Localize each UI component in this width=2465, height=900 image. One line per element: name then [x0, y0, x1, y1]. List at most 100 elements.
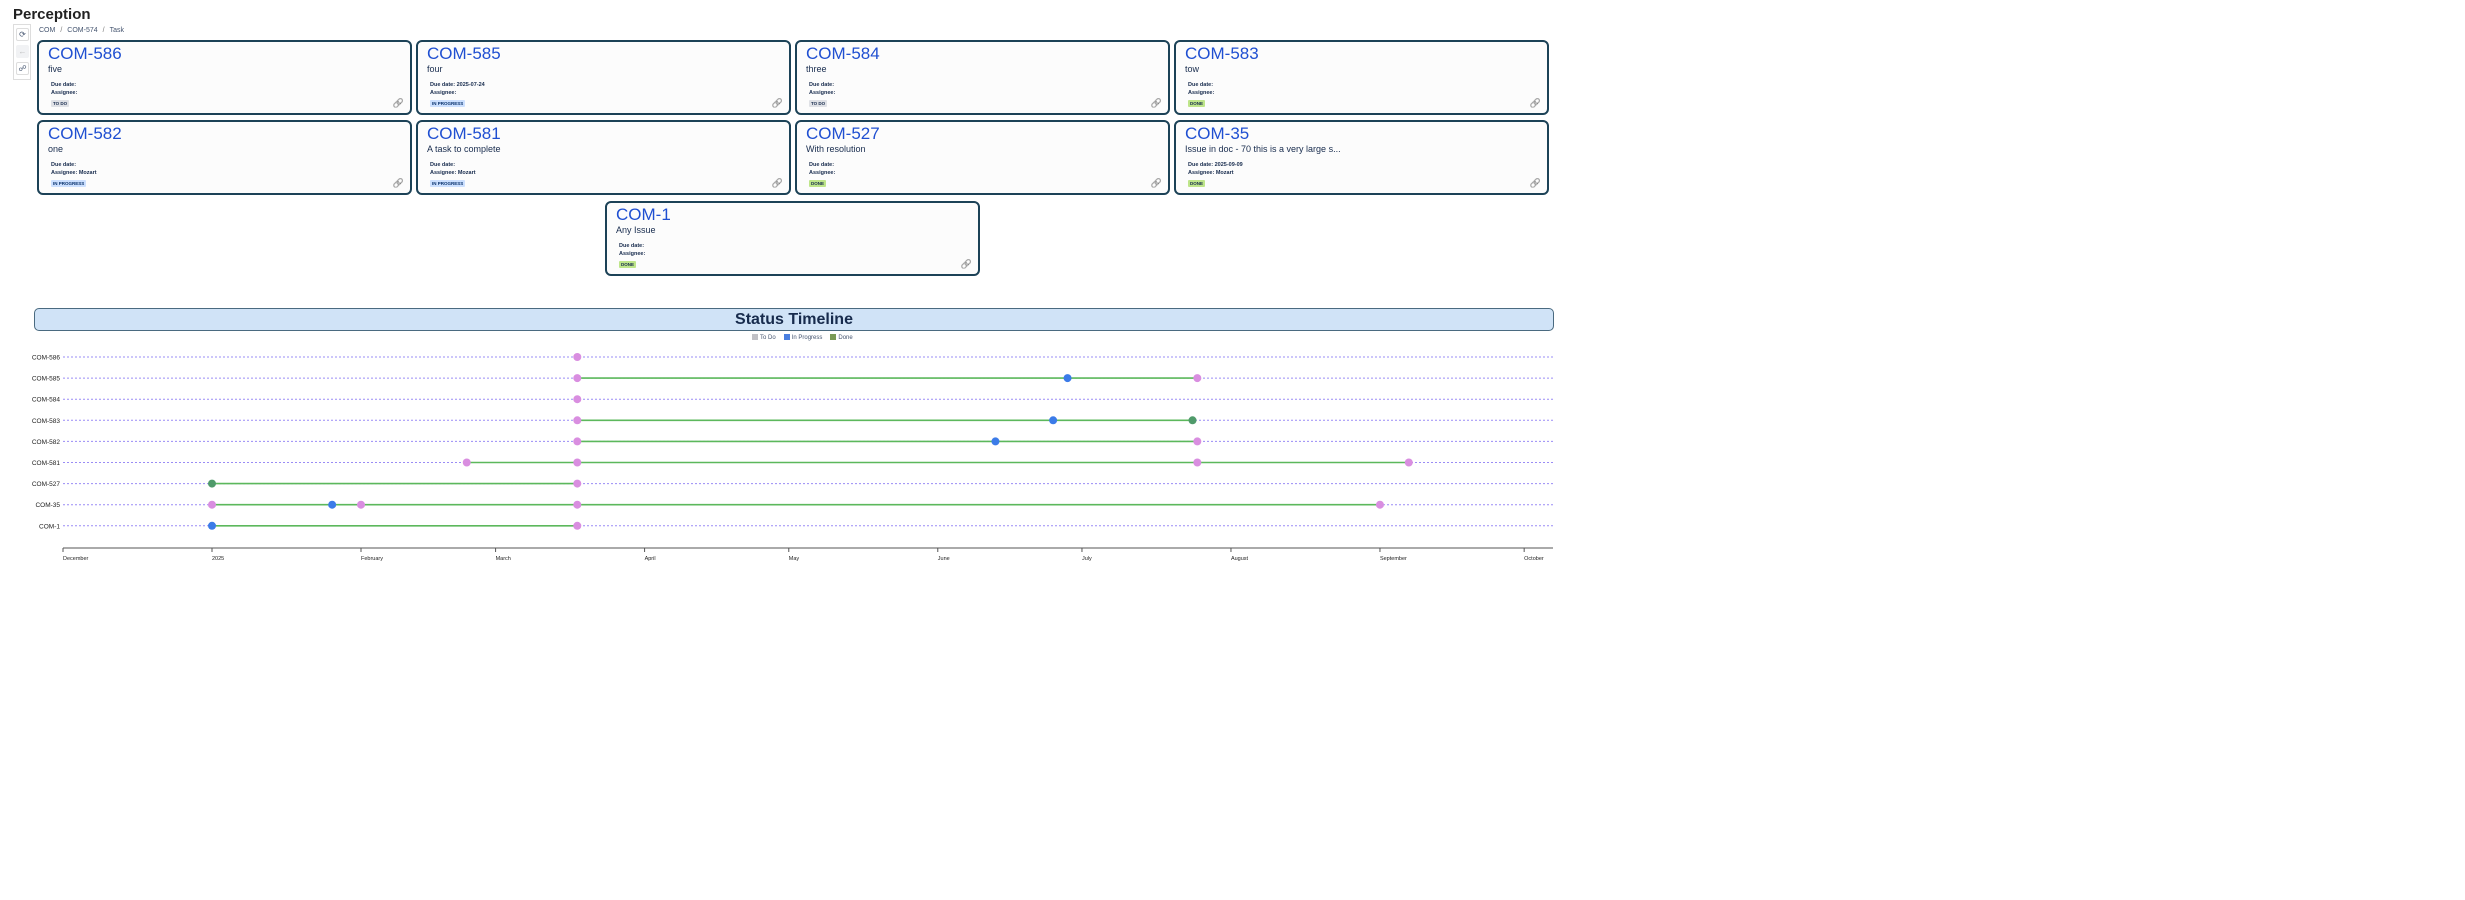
link-icon[interactable]: 🔗 [392, 178, 404, 188]
legend-label: In Progress [791, 335, 823, 341]
assignee: Assignee: Mozart [1188, 170, 1234, 176]
row-label: COM-586 [32, 355, 61, 362]
issue-key[interactable]: COM-583 [1185, 44, 1259, 63]
status-badge: DONE [809, 180, 827, 187]
link-icon[interactable]: 🔗 [1529, 178, 1541, 188]
due-date: Due date: [809, 162, 835, 168]
status-event-other [462, 458, 471, 467]
status-event-other [1404, 458, 1413, 467]
assignee: Assignee: [619, 251, 646, 257]
link-icon[interactable]: 🔗 [960, 259, 972, 269]
legend-swatch [783, 334, 790, 340]
status-event-other [1193, 437, 1202, 446]
people-icon[interactable]: ☍ [16, 62, 29, 75]
status-badge: DONE [1188, 180, 1206, 187]
breadcrumb-item[interactable]: COM [39, 27, 56, 34]
status-event-other [573, 416, 582, 425]
status-event-other [1375, 500, 1384, 509]
back-arrow-icon[interactable]: ← [16, 45, 29, 58]
breadcrumb: COM/COM-574/Task [39, 27, 124, 34]
status-badge: TO DO [809, 100, 828, 107]
issue-summary: one [48, 144, 64, 154]
legend-swatch [752, 334, 758, 340]
status-event-other [573, 374, 582, 383]
issue-key[interactable]: COM-586 [48, 44, 122, 63]
status-event-other [573, 395, 582, 404]
link-icon[interactable]: 🔗 [1529, 98, 1541, 108]
row-label: COM-585 [32, 376, 61, 383]
issue-key[interactable]: COM-585 [427, 44, 501, 63]
x-tick-label: June [938, 556, 950, 562]
status-badge: IN PROGRESS [430, 180, 466, 187]
link-icon[interactable]: 🔗 [1150, 178, 1162, 188]
row-label: COM-527 [32, 481, 61, 488]
issue-key[interactable]: COM-35 [1185, 124, 1250, 143]
x-tick-label: September [1380, 556, 1407, 562]
status-event-other [1193, 374, 1202, 383]
legend-label: To Do [760, 335, 776, 341]
issue-meta: Due date:Assignee: Mozart [430, 161, 476, 177]
issue-summary: tow [1185, 64, 1200, 74]
legend-item: In Progress [783, 334, 823, 341]
app-title: Perception [13, 6, 91, 23]
legend-item: Done [830, 334, 853, 341]
assignee: Assignee: [809, 170, 836, 176]
status-event-other [573, 437, 582, 446]
breadcrumb-item[interactable]: COM-574 [67, 27, 98, 34]
x-tick-label: August [1231, 556, 1249, 562]
issue-key[interactable]: COM-527 [806, 124, 880, 143]
status-event-other [573, 353, 582, 361]
due-date: Due date: [51, 82, 77, 88]
issue-summary: four [427, 64, 443, 74]
issue-key[interactable]: COM-584 [806, 44, 880, 63]
status-event-inprogress [1049, 416, 1058, 425]
link-icon[interactable]: 🔗 [771, 178, 783, 188]
breadcrumb-item[interactable]: Task [109, 27, 124, 34]
assignee: Assignee: Mozart [430, 170, 476, 176]
legend-swatch [830, 334, 837, 340]
x-tick-label: April [645, 556, 656, 562]
status-event-other [573, 479, 582, 488]
issue-meta: Due date: Assignee: [619, 242, 645, 258]
timeline-title: Status Timeline [34, 308, 1554, 331]
legend-label: Done [838, 335, 853, 341]
issue-summary: Any Issue [616, 225, 656, 235]
row-label: COM-581 [32, 460, 61, 467]
issue-summary: A task to complete [427, 144, 501, 154]
refresh-icon[interactable]: ⟳ [16, 28, 29, 41]
issue-meta: Due date:Assignee: [1188, 81, 1214, 97]
link-icon[interactable]: 🔗 [771, 98, 783, 108]
assignee: Assignee: [51, 90, 78, 96]
link-icon[interactable]: 🔗 [392, 98, 404, 108]
link-icon[interactable]: 🔗 [1150, 98, 1162, 108]
status-badge: DONE [619, 261, 637, 268]
status-event-other [573, 521, 582, 530]
row-label: COM-584 [32, 397, 61, 404]
status-badge: IN PROGRESS [430, 100, 466, 107]
row-label: COM-1 [39, 523, 60, 530]
issue-meta: Due date:Assignee: [809, 81, 835, 97]
issue-key[interactable]: COM-582 [48, 124, 122, 143]
status-event-inprogress [208, 521, 216, 530]
due-date: Due date: [619, 243, 645, 249]
breadcrumb-separator: / [102, 27, 105, 34]
x-tick-label: May [789, 556, 800, 562]
issue-summary: three [806, 64, 827, 74]
issue-key[interactable]: COM-1 [616, 205, 671, 224]
status-event-other [208, 500, 216, 509]
x-tick-label: 2025 [212, 556, 224, 562]
issue-key[interactable]: COM-581 [427, 124, 501, 143]
x-tick-label: December [63, 556, 89, 562]
assignee: Assignee: [809, 90, 836, 96]
